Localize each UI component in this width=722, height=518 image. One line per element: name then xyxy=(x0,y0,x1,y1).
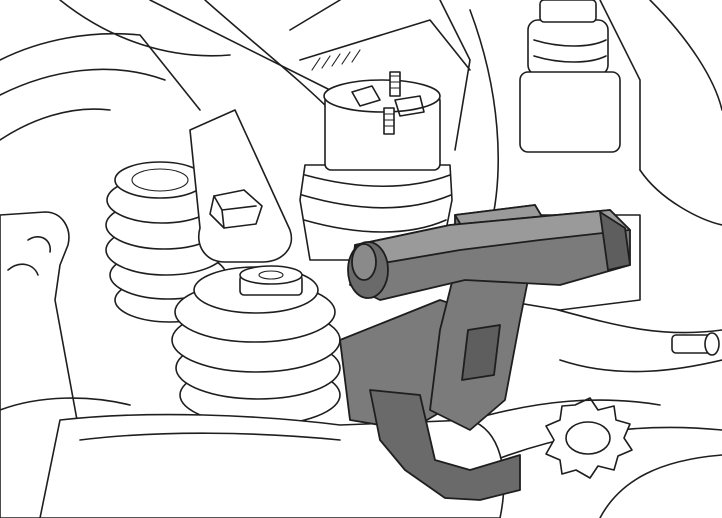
tool-left-boss-face xyxy=(351,243,377,281)
arm-bracket xyxy=(189,109,293,263)
splined-nut xyxy=(545,397,633,479)
spring-front xyxy=(171,265,341,426)
special-tool xyxy=(339,204,631,501)
tool-slot xyxy=(461,324,501,381)
connector-top xyxy=(519,0,621,153)
tool-foot xyxy=(369,389,521,501)
tool-right-end xyxy=(599,211,631,271)
pin-right xyxy=(671,332,720,356)
